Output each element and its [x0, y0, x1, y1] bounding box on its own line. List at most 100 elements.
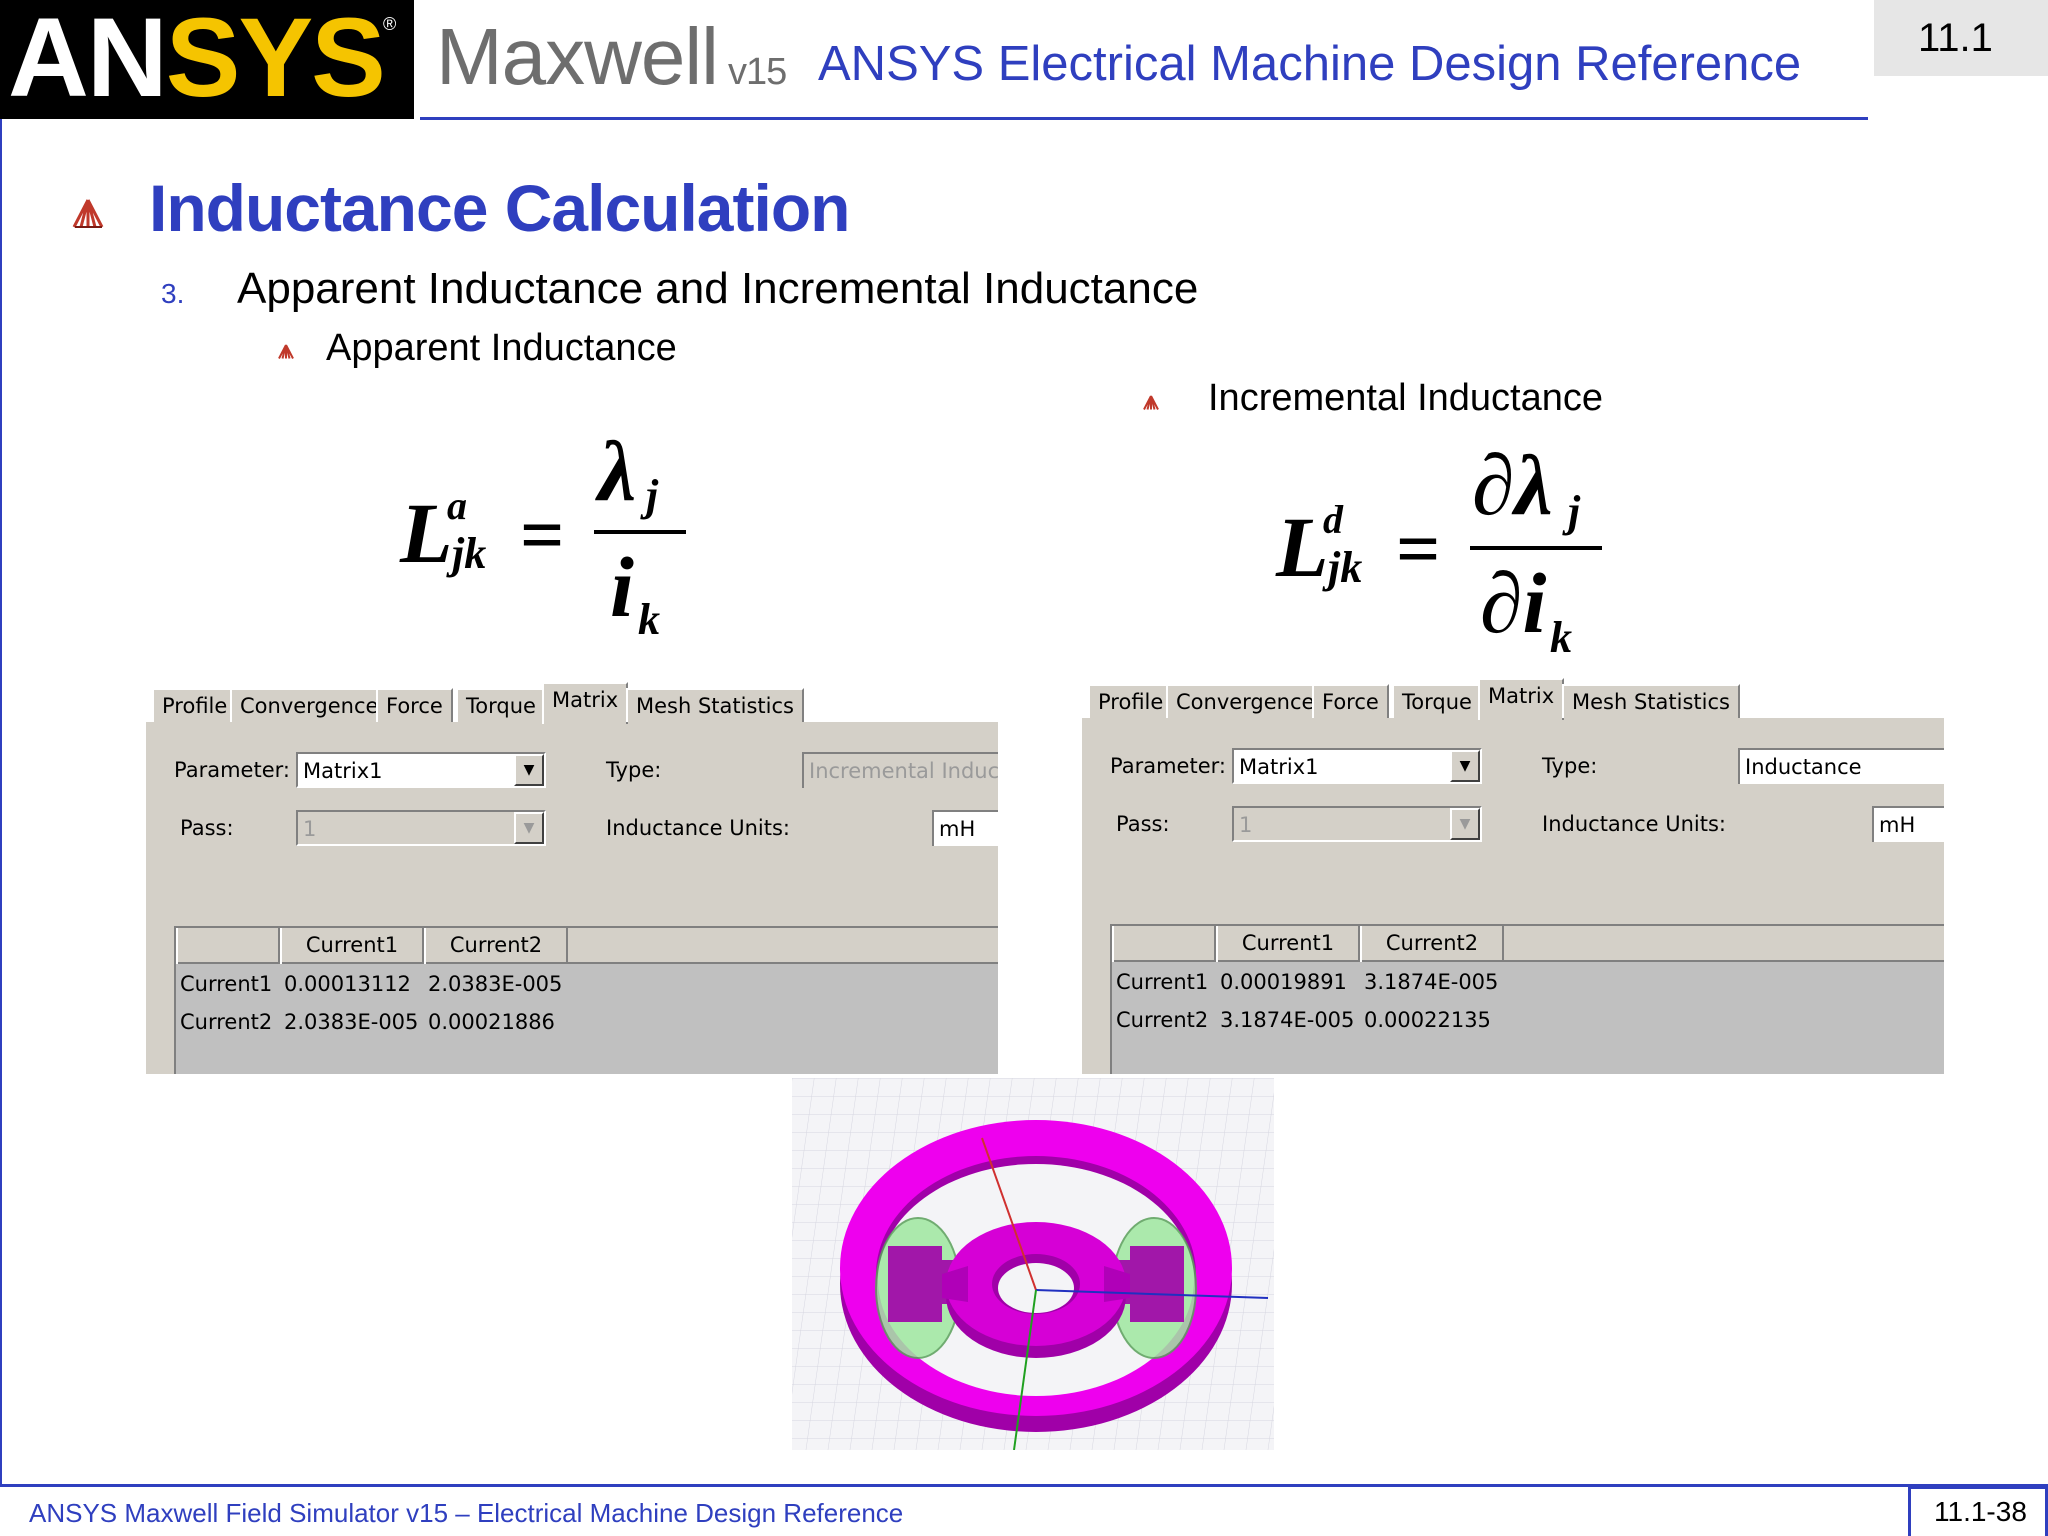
formula-denominator-subscript: k — [1550, 613, 1572, 662]
tab-bar: Profile Convergence Force Torque Matrix … — [1082, 672, 1944, 720]
motor-model-3d-view — [792, 1078, 1274, 1450]
matrix-results-panel-incremental: Profile Convergence Force Torque Matrix … — [1082, 672, 1944, 1074]
pass-select: 1 ▼ — [296, 810, 546, 846]
bullet-icon — [72, 198, 104, 228]
inductance-matrix-grid: Current1 Current2 Current1 0.00019891 3.… — [1110, 924, 1944, 1074]
section-number: 11.1 — [1918, 16, 1993, 60]
footer-text: ANSYS Maxwell Field Simulator v15 – Elec… — [29, 1498, 904, 1528]
type-label: Type: — [1542, 754, 1598, 778]
chevron-down-icon: ▼ — [1450, 808, 1480, 840]
formula-numerator-subscript: j — [646, 471, 659, 520]
tab-matrix[interactable]: Matrix — [542, 682, 629, 724]
logo-wordmark: ANSYS — [8, 0, 386, 120]
units-label: Inductance Units: — [606, 816, 791, 840]
pass-label: Pass: — [1116, 812, 1170, 836]
inductance-matrix-grid: Current1 Current2 Current1 0.00013112 2.… — [174, 926, 998, 1074]
parameter-select[interactable]: Matrix1 ▼ — [1232, 748, 1482, 784]
apparent-inductance-label: Apparent Inductance — [326, 327, 677, 369]
tab-torque[interactable]: Torque — [456, 688, 546, 722]
formula-denominator: ∂i — [1480, 555, 1547, 651]
page-number: 11.1-38 — [1934, 1496, 2027, 1527]
row-header: Current2 — [1116, 1008, 1209, 1032]
formula-superscript: a — [447, 483, 467, 528]
incremental-inductance-label: Incremental Inductance — [1208, 377, 1604, 419]
grid-header: Current1 Current2 — [1112, 926, 1944, 962]
formula-L: L — [1276, 499, 1329, 595]
matrix-results-panel-apparent: Profile Convergence Force Torque Matrix … — [146, 676, 998, 1074]
header-divider — [420, 117, 1868, 120]
row-header: Current1 — [180, 972, 273, 996]
matrix-cell: 0.00021886 — [428, 1010, 555, 1034]
tab-force[interactable]: Force — [376, 688, 453, 722]
column-header: Current1 — [1216, 926, 1360, 962]
matrix-cell: 0.00019891 — [1220, 970, 1347, 994]
footer-divider — [0, 1484, 2048, 1487]
ansys-logo: ANSYS ® — [0, 0, 414, 119]
formula-numerator-subscript: j — [1568, 487, 1581, 536]
formula-equals: = — [1396, 505, 1441, 592]
row-header: Current1 — [1116, 970, 1209, 994]
bullet-icon — [1143, 395, 1159, 410]
pass-select: 1 ▼ — [1232, 806, 1482, 842]
tab-convergence[interactable]: Convergence — [230, 688, 389, 722]
formula-equals: = — [520, 491, 565, 578]
matrix-cell: 3.1874E-005 — [1364, 970, 1499, 994]
column-header: Current2 — [1360, 926, 1504, 962]
row-header: Current2 — [180, 1010, 273, 1034]
column-header: Current2 — [424, 928, 568, 964]
tab-profile[interactable]: Profile — [1088, 684, 1174, 718]
type-label: Type: — [606, 758, 662, 782]
formula-numerator: λ — [598, 423, 637, 519]
units-field[interactable]: mH — [1872, 806, 1944, 842]
tab-bar: Profile Convergence Force Torque Matrix … — [146, 676, 998, 724]
slide-title: Inductance Calculation — [149, 171, 850, 245]
matrix-cell: 3.1874E-005 — [1220, 1008, 1355, 1032]
motor-model-drawing — [792, 1078, 1274, 1450]
tab-torque[interactable]: Torque — [1392, 684, 1482, 718]
registered-mark: ® — [383, 14, 397, 34]
formula-denominator: i — [610, 539, 634, 635]
tab-mesh-statistics[interactable]: Mesh Statistics — [626, 688, 804, 722]
column-header: Current1 — [280, 928, 424, 964]
chevron-down-icon: ▼ — [514, 812, 544, 844]
formula-subscript: jk — [1328, 543, 1363, 592]
tab-convergence[interactable]: Convergence — [1166, 684, 1325, 718]
type-field: Incremental Inductar — [802, 752, 998, 788]
formula-subscript: jk — [452, 529, 487, 578]
formula-denominator-subscript: k — [638, 595, 660, 644]
parameter-label: Parameter: — [1110, 754, 1226, 778]
units-field[interactable]: mH — [932, 810, 998, 846]
product-version: v15 — [727, 51, 787, 93]
grid-corner — [176, 928, 280, 964]
matrix-cell: 2.0383E-005 — [284, 1010, 419, 1034]
chevron-down-icon[interactable]: ▼ — [514, 754, 544, 786]
matrix-cell: 0.00022135 — [1364, 1008, 1491, 1032]
fraction-bar — [1470, 546, 1602, 550]
document-title: ANSYS Electrical Machine Design Referenc… — [818, 37, 1802, 91]
matrix-cell: 0.00013112 — [284, 972, 411, 996]
item-title: Apparent Inductance and Incremental Indu… — [237, 264, 1199, 313]
tab-profile[interactable]: Profile — [152, 688, 238, 722]
left-border — [0, 119, 2, 1484]
pass-label: Pass: — [180, 816, 234, 840]
formula-superscript: d — [1323, 497, 1343, 542]
section-badge — [1874, 0, 2048, 76]
fraction-bar — [594, 530, 686, 534]
tab-force[interactable]: Force — [1312, 684, 1389, 718]
matrix-cell: 2.0383E-005 — [428, 972, 563, 996]
chevron-down-icon[interactable]: ▼ — [1450, 750, 1480, 782]
bullet-icon — [278, 344, 294, 359]
grid-corner — [1112, 926, 1216, 962]
page-number-box — [1908, 1486, 2048, 1536]
grid-header: Current1 Current2 — [176, 928, 998, 964]
tab-mesh-statistics[interactable]: Mesh Statistics — [1562, 684, 1740, 718]
parameter-label: Parameter: — [174, 758, 290, 782]
incremental-inductance-formula: L d jk = ∂λ j ∂i k — [1276, 430, 1616, 670]
apparent-inductance-formula: L a jk = λ j i k — [400, 420, 700, 650]
tab-matrix[interactable]: Matrix — [1478, 678, 1565, 720]
type-field[interactable]: Inductance — [1738, 748, 1944, 784]
units-label: Inductance Units: — [1542, 812, 1727, 836]
parameter-select[interactable]: Matrix1 ▼ — [296, 752, 546, 788]
formula-L: L — [400, 485, 453, 581]
